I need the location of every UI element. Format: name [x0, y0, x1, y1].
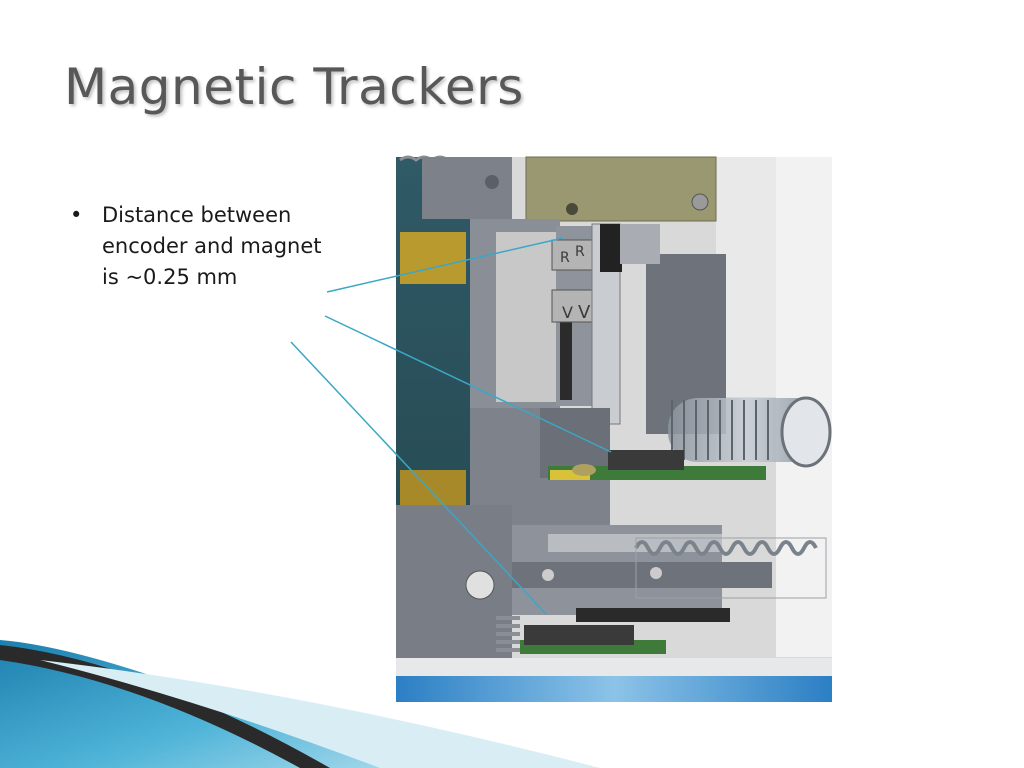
figure-label-v1: V — [562, 303, 573, 322]
cad-figure-group: R R V V — [290, 155, 832, 702]
figure-label-r1: R — [560, 250, 570, 266]
bullet-item: • Distance between encoder and magnet is… — [70, 200, 330, 293]
bullet-text: Distance between encoder and magnet is ~… — [102, 203, 322, 289]
figure-label-r2: R — [575, 244, 585, 260]
bullet-list: • Distance between encoder and magnet is… — [70, 200, 330, 293]
slide-title: Magnetic Trackers — [64, 58, 524, 116]
bullet-marker: • — [70, 203, 83, 227]
figure-label-v2: V — [578, 302, 591, 323]
